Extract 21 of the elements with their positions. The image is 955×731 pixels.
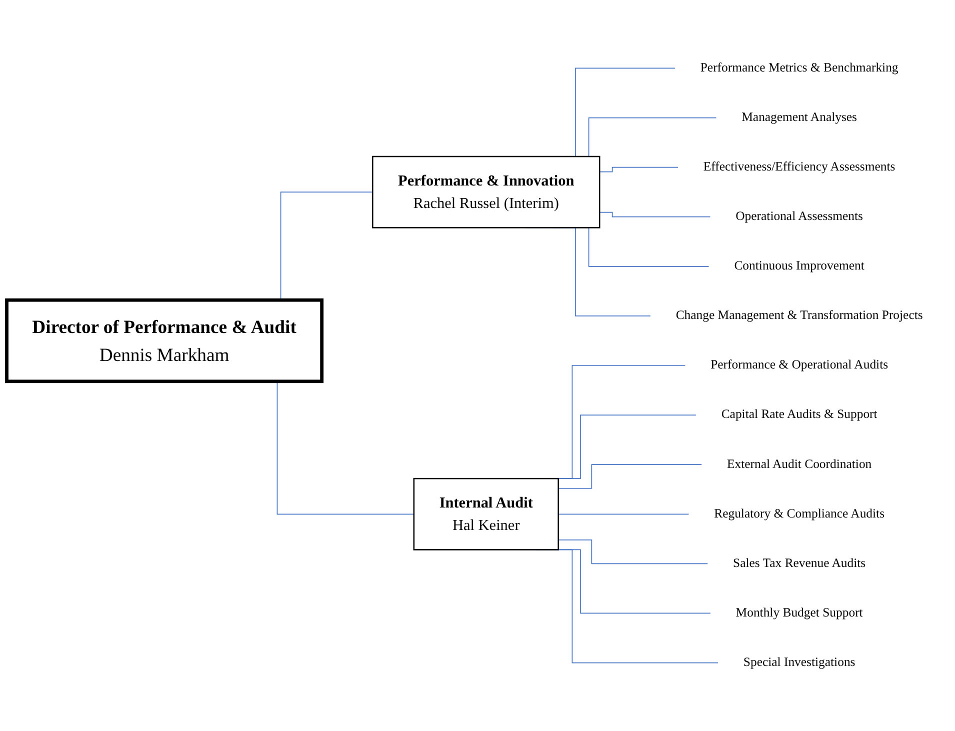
connector	[558, 514, 690, 515]
node-text: Continuous Improvement	[734, 259, 864, 273]
connector	[558, 539, 708, 564]
node-text: Effectiveness/Efficiency Assessments	[703, 160, 896, 174]
node-text: Special Investigations	[743, 656, 856, 670]
node-text: Monthly Budget Support	[736, 606, 863, 620]
node-text: Capital Rate Audits & Support	[721, 408, 878, 422]
node-text: Performance Metrics & Benchmarking	[700, 61, 898, 75]
node-text: Performance & Operational Audits	[710, 358, 888, 372]
connector	[558, 464, 702, 489]
node-text: Change Management & Transformation Projects	[676, 308, 923, 323]
node-text: Operational Assessments	[736, 210, 864, 224]
connector	[599, 166, 678, 172]
node-text: Sales Tax Revenue Audits	[733, 556, 866, 570]
node-box: Performance & Innovation Rachel Russel (Interim)	[372, 156, 600, 228]
node-box: Director of Performance & Audit Dennis Markham	[5, 298, 324, 384]
node-text: External Audit Coordination	[726, 458, 872, 472]
node-text: Regulatory & Compliance Audits	[714, 507, 885, 521]
node-box: Internal Audit Hal Keiner	[413, 478, 559, 550]
connector	[599, 212, 711, 218]
node-text: Management Analyses	[742, 110, 858, 124]
